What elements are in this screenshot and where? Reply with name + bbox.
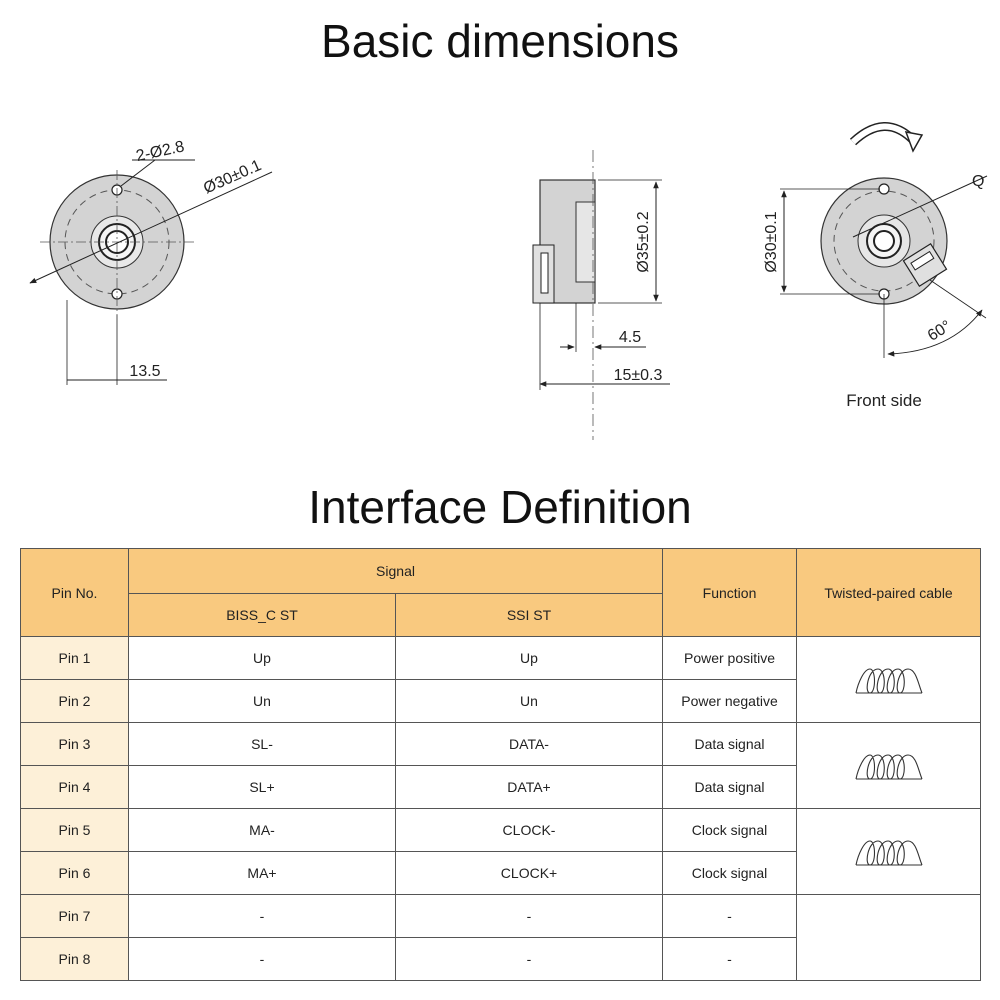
- diameter-dimension-line: [29, 171, 273, 284]
- front-side-caption: Front side: [846, 391, 922, 410]
- twisted-pair-cell-power: [796, 636, 982, 723]
- front-hole-top: [878, 183, 890, 195]
- function-cell: Data signal: [662, 722, 798, 766]
- table-row: Pin 2 Un Un Power negative: [20, 679, 981, 723]
- biss-cell: MA+: [128, 851, 396, 895]
- twisted-pair-icon: [854, 839, 923, 866]
- ssi-cell: Un: [394, 679, 664, 723]
- front-connector: [902, 242, 948, 288]
- angle-label: 60°: [925, 318, 955, 345]
- twisted-pair-icon: [854, 753, 923, 780]
- pin-cell: Pin 1: [20, 636, 129, 680]
- biss-cell: MA-: [128, 808, 396, 852]
- biss-header: BISS_C ST: [128, 593, 396, 637]
- ssi-header: SSI ST: [394, 593, 664, 637]
- holes-dimension-label: 2-Ø2.8: [135, 138, 186, 165]
- q-leader-line: [852, 175, 988, 238]
- biss-cell: Up: [128, 636, 396, 680]
- front-view: Q Ø30±0.1 60° Front side: [763, 122, 988, 410]
- table-row: Pin 6 MA+ CLOCK+ Clock signal: [20, 851, 981, 895]
- ssi-cell: CLOCK-: [394, 808, 664, 852]
- table-row: Pin 3 SL- DATA- Data signal: [20, 722, 982, 809]
- ssi-cell: DATA-: [394, 722, 664, 766]
- flange-step: [575, 201, 596, 283]
- pin-cell: Pin 6: [20, 851, 129, 895]
- table-row: Pin 5 MA- CLOCK- Clock signal: [20, 808, 982, 895]
- diameter-dimension-label: Ø30±0.1: [201, 157, 264, 197]
- q-label: Q: [972, 173, 984, 190]
- biss-cell: Un: [128, 679, 396, 723]
- pin-cell: Pin 5: [20, 808, 129, 852]
- offset-dimension-label: 13.5: [129, 363, 160, 380]
- table-row: Pin 1 Up Up Power positive: [20, 636, 982, 723]
- twisted-pair-cell-data: [796, 722, 982, 809]
- twisted-pair-cell-clock: [796, 808, 982, 895]
- function-header: Function: [662, 548, 798, 637]
- ssi-cell: CLOCK+: [394, 851, 664, 895]
- pin-cell: Pin 2: [20, 679, 129, 723]
- cable-header: Twisted-paired cable: [796, 548, 982, 637]
- twisted-pair-cell-empty: [796, 894, 982, 981]
- dimension-drawing: 2-Ø2.8 Ø30±0.1 13.5 Ø35±0.2 4.5 15±0.3: [29, 122, 988, 440]
- table-row: Pin 7 - - -: [20, 894, 982, 981]
- biss-cell: SL+: [128, 765, 396, 809]
- function-cell: -: [662, 937, 798, 981]
- pin-cell: Pin 3: [20, 722, 129, 766]
- front-diameter-label: Ø30±0.1: [763, 211, 780, 272]
- ssi-cell: -: [394, 937, 664, 981]
- ssi-cell: -: [394, 894, 664, 938]
- twisted-pair-icon: [854, 667, 923, 694]
- function-cell: -: [662, 894, 798, 938]
- function-cell: Clock signal: [662, 851, 798, 895]
- depth-dimension-label: 4.5: [619, 329, 641, 346]
- biss-cell: SL-: [128, 722, 396, 766]
- pin-cell: Pin 7: [20, 894, 129, 938]
- angle-extension-diagonal: [929, 279, 987, 319]
- basic-dimensions-title: Basic dimensions: [321, 15, 679, 67]
- interface-definition-title: Interface Definition: [308, 481, 692, 533]
- rotation-arrow-head: [904, 131, 924, 153]
- interface-table: Pin No. Signal Function Twisted-paired c…: [20, 548, 982, 981]
- front-bore-inner: [873, 230, 895, 252]
- side-view: Ø35±0.2 4.5 15±0.3: [532, 150, 670, 440]
- function-cell: Data signal: [662, 765, 798, 809]
- signal-header: Signal: [127, 548, 664, 594]
- holes-leader-line: [120, 159, 156, 187]
- function-cell: Power positive: [662, 636, 798, 680]
- ssi-cell: Up: [394, 636, 664, 680]
- biss-cell: -: [128, 894, 396, 938]
- ssi-cell: DATA+: [394, 765, 664, 809]
- pin-number-header: Pin No.: [20, 548, 129, 637]
- function-cell: Power negative: [662, 679, 798, 723]
- angle-arc: [887, 309, 983, 357]
- connector-socket: [540, 252, 549, 294]
- left-view: 2-Ø2.8 Ø30±0.1 13.5: [29, 138, 273, 385]
- biss-cell: -: [128, 937, 396, 981]
- table-row: Pin 8 - - -: [20, 937, 981, 981]
- pin-cell: Pin 8: [20, 937, 129, 981]
- length-dimension-label: 15±0.3: [614, 367, 663, 384]
- function-cell: Clock signal: [662, 808, 798, 852]
- pin-cell: Pin 4: [20, 765, 129, 809]
- height-dimension-label: Ø35±0.2: [635, 211, 652, 272]
